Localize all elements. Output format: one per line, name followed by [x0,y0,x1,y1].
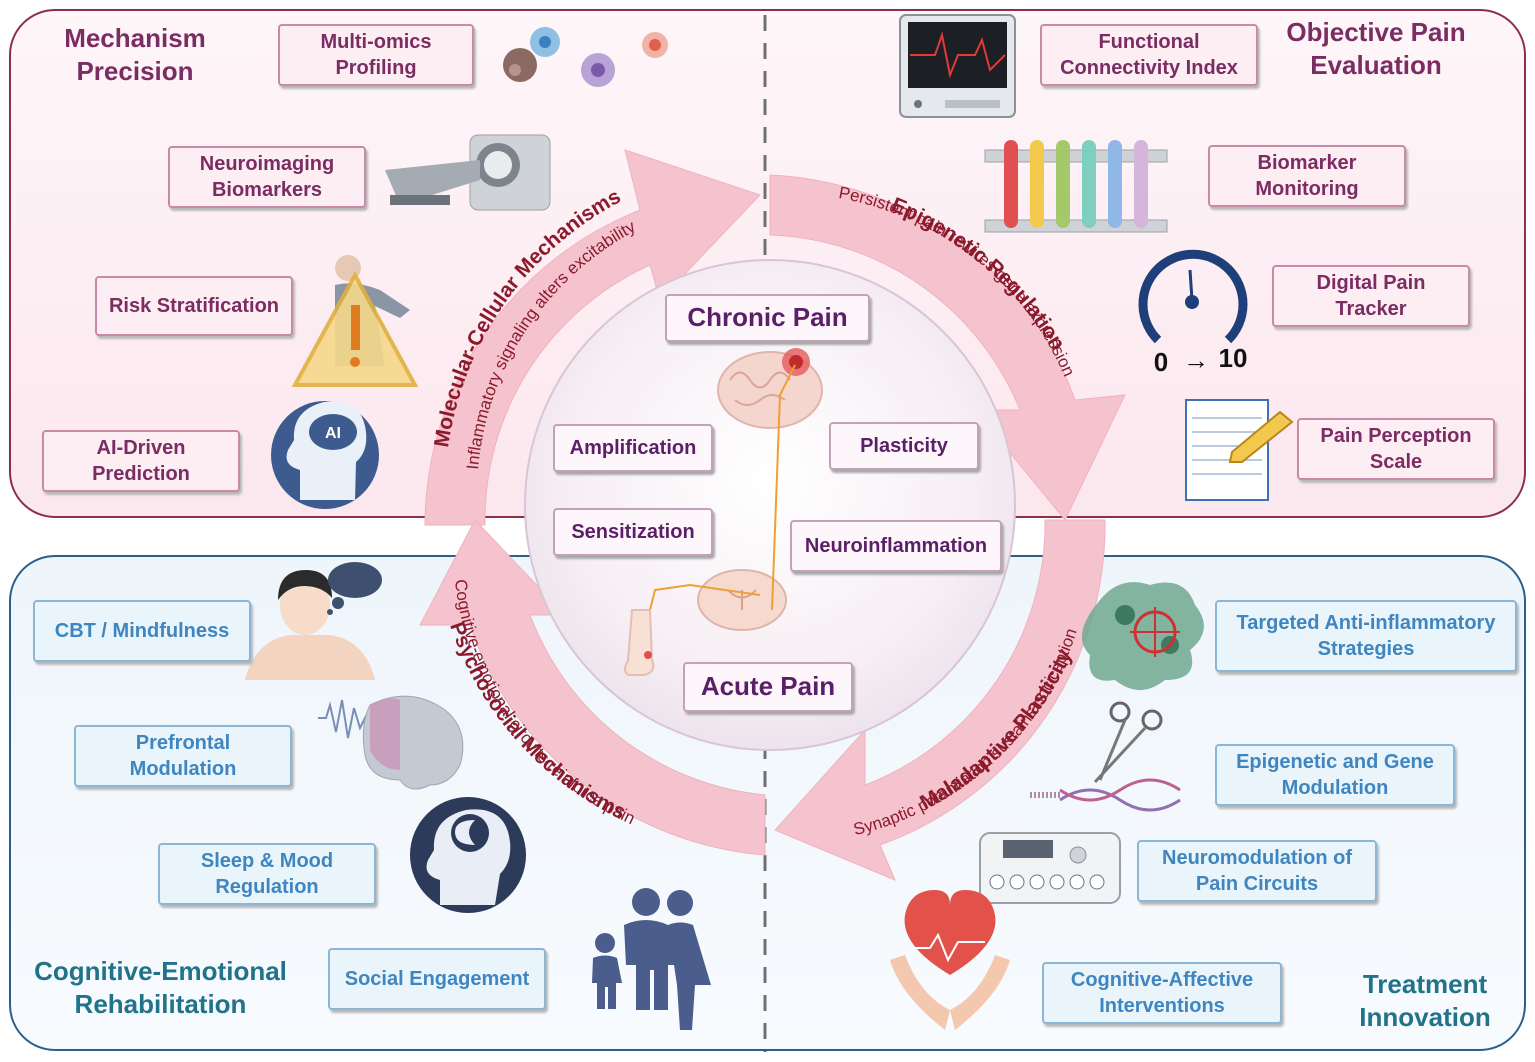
box-neuromodulation-pain-circuits: Neuromodulation of Pain Circuits [1137,840,1377,902]
cells-icon [503,27,668,87]
arrow-molecular [424,149,761,526]
box-multi-omics-profiling: Multi-omics Profiling [278,24,474,86]
arrow-psychosocial [419,519,766,856]
box-epigenetic-gene-modulation: Epigenetic and Gene Modulation [1215,744,1455,806]
box-digital-pain-tracker: Digital Pain Tracker [1272,265,1470,327]
arrow-epigenetic [769,174,1126,521]
box-amplification: Amplification [553,424,713,472]
ai-badge: AI [325,425,341,442]
box-sleep-mood-regulation: Sleep & Mood Regulation [158,843,376,905]
box-cbt-mindfulness: CBT / Mindfulness [33,600,251,662]
monitor-icon [899,14,1016,118]
box-sensitization: Sensitization [553,508,713,556]
brain-illustration [717,348,823,429]
foot-illustration [624,609,655,676]
title-mechanism-precision: Mechanism Precision [64,23,206,87]
brain-wave-icon [318,695,464,790]
box-targeted-anti-inflammatory-strategies: Targeted Anti-inflammatory Strategies [1215,600,1517,672]
title-objective-pain-evaluation: Objective Pain Evaluation [1286,17,1466,81]
gauge-icon: 0 → 10 [1138,249,1248,377]
arrow-maladaptive [774,519,1106,881]
title-treatment-innovation: Treatment Innovation [1359,969,1491,1033]
box-neuroinflammation: Neuroinflammation [790,520,1002,572]
gauge-min: 0 [1154,347,1168,377]
box-pain-perception-scale: Pain Perception Scale [1297,418,1495,480]
notepad-icon [1185,399,1294,501]
box-cognitive-affective-interventions: Cognitive-Affective Interventions [1042,962,1282,1024]
targeted-cells-icon [1082,582,1204,690]
test-tubes-icon [984,140,1168,233]
gene-editing-icon [1030,701,1181,812]
tens-device-icon [979,832,1121,904]
ai-head-icon: AI [271,401,379,509]
spinal-cord-illustration [697,569,787,631]
box-neuroimaging-biomarkers: Neuroimaging Biomarkers [168,146,366,208]
gauge-arrow: → [1183,345,1209,375]
box-risk-stratification: Risk Stratification [95,276,293,336]
box-functional-connectivity-index: Functional Connectivity Index [1040,24,1258,86]
title-cognitive-emotional-rehabilitation: Cognitive-Emotional Rehabilitation [34,956,287,1020]
gauge-max: 10 [1219,343,1248,373]
box-plasticity: Plasticity [829,422,979,470]
box-acute-pain: Acute Pain [683,662,853,712]
box-ai-driven-prediction: AI-Driven Prediction [42,430,240,492]
family-icon [592,888,711,1030]
heart-hands-icon [890,890,1010,1030]
box-prefrontal-modulation: Prefrontal Modulation [74,725,292,787]
box-chronic-pain: Chronic Pain [665,294,870,342]
box-social-engagement: Social Engagement [328,948,546,1010]
mri-scanner-icon [385,134,551,211]
warning-icon [291,255,419,387]
cycle-arrows [419,149,1126,881]
meditating-person-icon [245,562,382,680]
sleep-head-icon [410,797,526,913]
box-biomarker-monitoring: Biomarker Monitoring [1208,145,1406,207]
